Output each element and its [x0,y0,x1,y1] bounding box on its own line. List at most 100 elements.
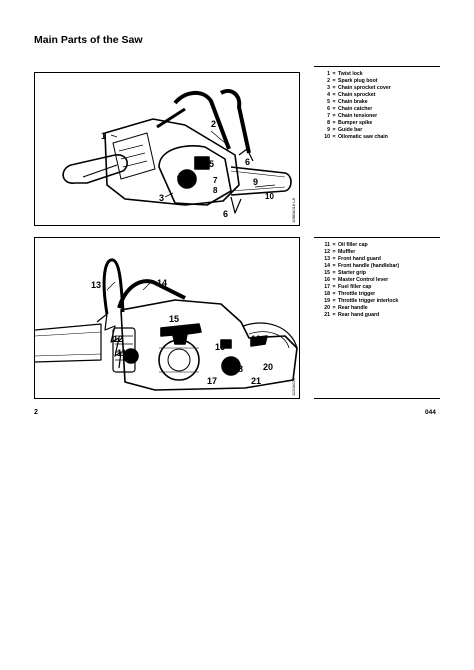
legend-text: Chain tensioner [338,113,378,119]
legend-item: 3=Chain sprocket cover [314,85,440,92]
legend-number: 13 [324,256,330,262]
legend-text: Chain sprocket [338,92,376,98]
legend-text: Oilomatic saw chain [338,134,388,140]
legend-item: 20=Rear handle [314,305,440,312]
callout-17: 17 [207,376,217,386]
legend-item: 7=Chain tensioner [314,113,440,120]
legend-text: Front hand guard [338,256,381,262]
legend-equals: = [332,312,336,318]
legend-text: Master Control lever [338,277,389,283]
legend-number: 2 [327,78,330,84]
legend-item: 10=Oilomatic saw chain [314,134,440,141]
legend-equals: = [332,85,336,91]
callout-15: 15 [169,314,179,324]
legend-item: 2=Spark plug boot [314,78,440,85]
legend-item: 5=Chain brake [314,99,440,106]
callout-4: 4 [177,171,182,181]
legend-equals: = [332,270,336,276]
legend-item: 13=Front hand guard [314,256,440,263]
legend-equals: = [332,127,336,133]
saw-right-side-drawing: 1 2 3 4 5 6 6 7 8 9 10 10BBA018 LÄ [62,88,296,223]
legend-equals: = [332,298,336,304]
legend-number: 15 [324,270,330,276]
legend-equals: = [332,113,336,119]
legend-item: 8=Bumper spike [314,120,440,127]
legend-text: Starter grip [338,270,366,276]
legend-number: 20 [324,305,330,311]
legend-number: 3 [327,85,330,91]
legend-item: 11=Oil filler cap [314,242,440,249]
callout-14: 14 [157,278,167,288]
legend-item: 19=Throttle trigger interlock [314,298,440,305]
legend-number: 17 [324,284,330,290]
legend-number: 16 [324,277,330,283]
legend-number: 10 [324,134,330,140]
legend-equals: = [332,263,336,269]
callout-18: 18 [233,364,243,374]
legend-item: 9=Guide bar [314,127,440,134]
callout-2: 2 [211,119,216,129]
callout-7: 7 [213,176,218,185]
legend-equals: = [332,284,336,290]
legend-number: 19 [324,298,330,304]
callout-1: 1 [101,131,106,141]
legend-equals: = [332,71,336,77]
legend-equals: = [332,92,336,98]
callout-8: 8 [213,186,218,195]
legend-equals: = [332,120,336,126]
callout-21: 21 [251,376,261,386]
callout-12: 12 [113,334,123,344]
legend-equals: = [332,134,336,140]
callout-19: 19 [251,334,261,344]
legend-number: 4 [327,92,330,98]
callout-10: 10 [265,192,274,201]
legend-text: Rear hand guard [338,312,380,318]
legend-number: 12 [324,249,330,255]
callout-16: 16 [215,342,225,352]
figure-saw-right-side: 1 2 3 4 5 6 6 7 8 9 10 10BBA018 LÄ [34,72,300,226]
legend-equals: = [332,256,336,262]
legend-number: 5 [327,99,330,105]
legend-equals: = [332,78,336,84]
legend-equals: = [332,106,336,112]
legend-text: Chain brake [338,99,368,105]
legend-item: 16=Master Control lever [314,277,440,284]
legend-equals: = [332,99,336,105]
legend-equals: = [332,291,336,297]
page-title: Main Parts of the Saw [34,34,143,46]
callout-6a: 6 [245,157,250,167]
callout-5: 5 [209,159,214,169]
page-number: 2 [34,409,38,416]
figure-saw-left-side: 11 12 13 14 15 16 17 18 19 20 21 1120A02… [34,237,300,399]
saw-left-side-drawing: 11 12 13 14 15 16 17 18 19 20 21 1120A02… [35,258,298,396]
legend-item: 12=Muffler [314,249,440,256]
legend-text: Chain sprocket cover [338,85,391,91]
legend-item: 18=Throttle trigger [314,291,440,298]
legend-number: 6 [327,106,330,112]
callout-3: 3 [159,193,164,203]
legend-number: 14 [324,263,330,269]
legend-text: Spark plug boot [338,78,378,84]
figure1-code: 10BBA018 LÄ [291,198,296,223]
page-code: 044 [425,409,436,416]
legend-item: 15=Starter grip [314,270,440,277]
legend-number: 7 [327,113,330,119]
legend-equals: = [332,242,336,248]
legend-equals: = [332,277,336,283]
bottom-rule [314,398,440,399]
legend-item: 14=Front handle (handlebar) [314,263,440,270]
legend-text: Throttle trigger interlock [338,298,399,304]
legend-number: 8 [327,120,330,126]
legend-equals: = [332,305,336,311]
legend-item: 21=Rear hand guard [314,312,440,319]
legend-text: Twist lock [338,71,363,77]
legend-text: Front handle (handlebar) [338,263,400,269]
callout-20: 20 [263,362,273,372]
legend-text: Rear handle [338,305,368,311]
legend-number: 21 [324,312,330,318]
legend-text: Throttle trigger [338,291,376,297]
legend-text: Chain catcher [338,106,373,112]
callout-9: 9 [253,177,258,187]
legend-text: Muffler [338,249,356,255]
legend-text: Guide bar [338,127,363,133]
